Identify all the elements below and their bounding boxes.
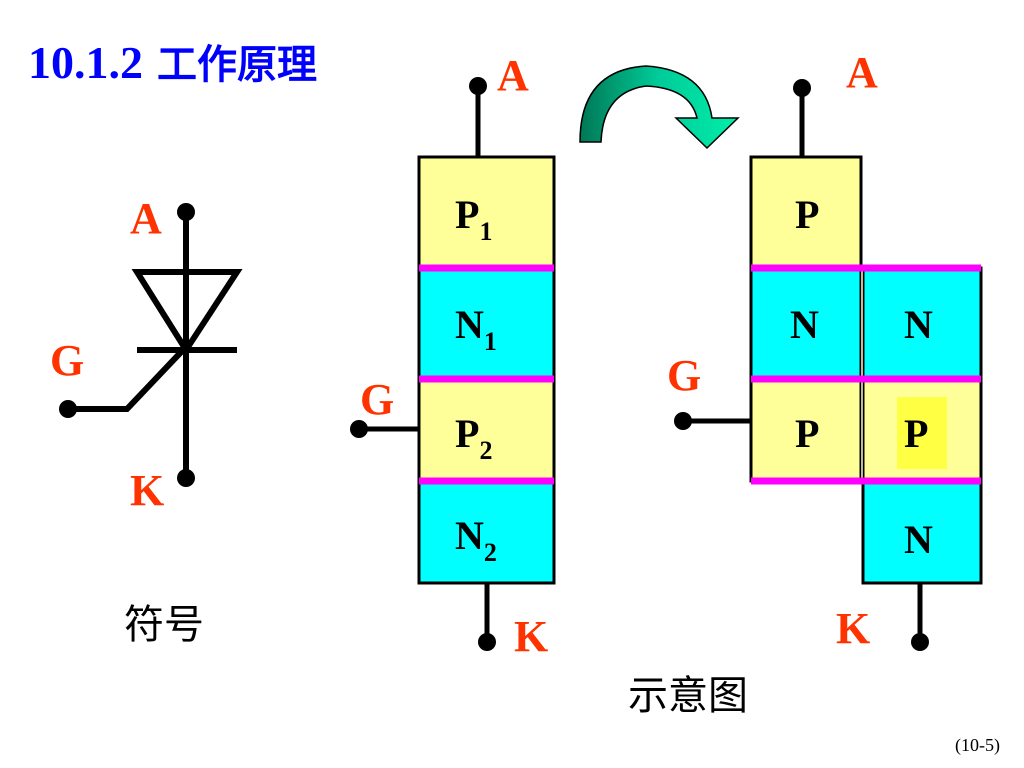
split-gate-label: G <box>667 351 701 400</box>
layer-p2-label: P2 <box>455 411 492 465</box>
structure-gate-label: G <box>360 375 394 424</box>
split-right-n <box>863 268 981 379</box>
symbol-gate-label: G <box>50 336 84 385</box>
symbol-gate-terminal <box>59 400 77 418</box>
split-gate-terminal <box>674 412 692 430</box>
pnpn-structure: A P1 N1 P2 N2 G K <box>350 51 556 661</box>
symbol-diode-triangle <box>131 269 243 356</box>
split-cathode-label: K <box>836 604 870 653</box>
split-right-p-highlight <box>897 397 947 469</box>
curved-arrow <box>579 65 740 150</box>
symbol-caption: 符号 <box>124 602 204 648</box>
symbol-anode-label: A <box>130 194 162 243</box>
symbol-anode-terminal <box>177 203 195 221</box>
split-right-p-label: P <box>904 411 928 456</box>
title-text: 工作原理 <box>157 42 317 88</box>
layer-n2 <box>419 481 554 583</box>
structure-anode-terminal <box>469 77 487 95</box>
page-number: (10-5) <box>955 735 1000 755</box>
symbol-cathode-label: K <box>130 466 164 515</box>
split-right-n-label: N <box>904 302 933 347</box>
split-anode-label: A <box>846 48 878 97</box>
split-right-n2-label: N <box>904 517 933 562</box>
structure-cathode-terminal <box>478 633 496 651</box>
split-left-p2 <box>751 379 861 481</box>
layer-p2 <box>419 379 554 481</box>
layer-p1 <box>419 157 554 268</box>
slide-title: 10.1.2 工作原理 <box>28 32 317 90</box>
split-cathode-terminal <box>911 633 929 651</box>
split-right-n2 <box>863 481 981 583</box>
layer-n1-label: N1 <box>455 302 497 356</box>
structure-gate-terminal <box>350 420 368 438</box>
split-anode-terminal <box>793 79 811 97</box>
split-left-p-label: P <box>795 192 819 237</box>
title-number: 10.1.2 <box>28 37 143 88</box>
structure-cathode-label: K <box>514 612 548 661</box>
split-left-p <box>751 157 861 268</box>
thyristor-symbol: A G K <box>50 194 243 515</box>
structure-anode-label: A <box>497 51 529 100</box>
diagram-caption: 示意图 <box>628 673 748 719</box>
layer-n1 <box>419 268 554 379</box>
split-left-n-label: N <box>790 302 819 347</box>
split-left-p2-label: P <box>795 411 819 456</box>
layer-p1-label: P1 <box>455 192 492 246</box>
symbol-cathode-terminal <box>177 469 195 487</box>
split-left-n <box>751 268 861 379</box>
layer-n2-label: N2 <box>455 513 497 567</box>
symbol-gate-lead <box>68 347 186 412</box>
split-structure: A P N P N P N G <box>667 48 983 653</box>
